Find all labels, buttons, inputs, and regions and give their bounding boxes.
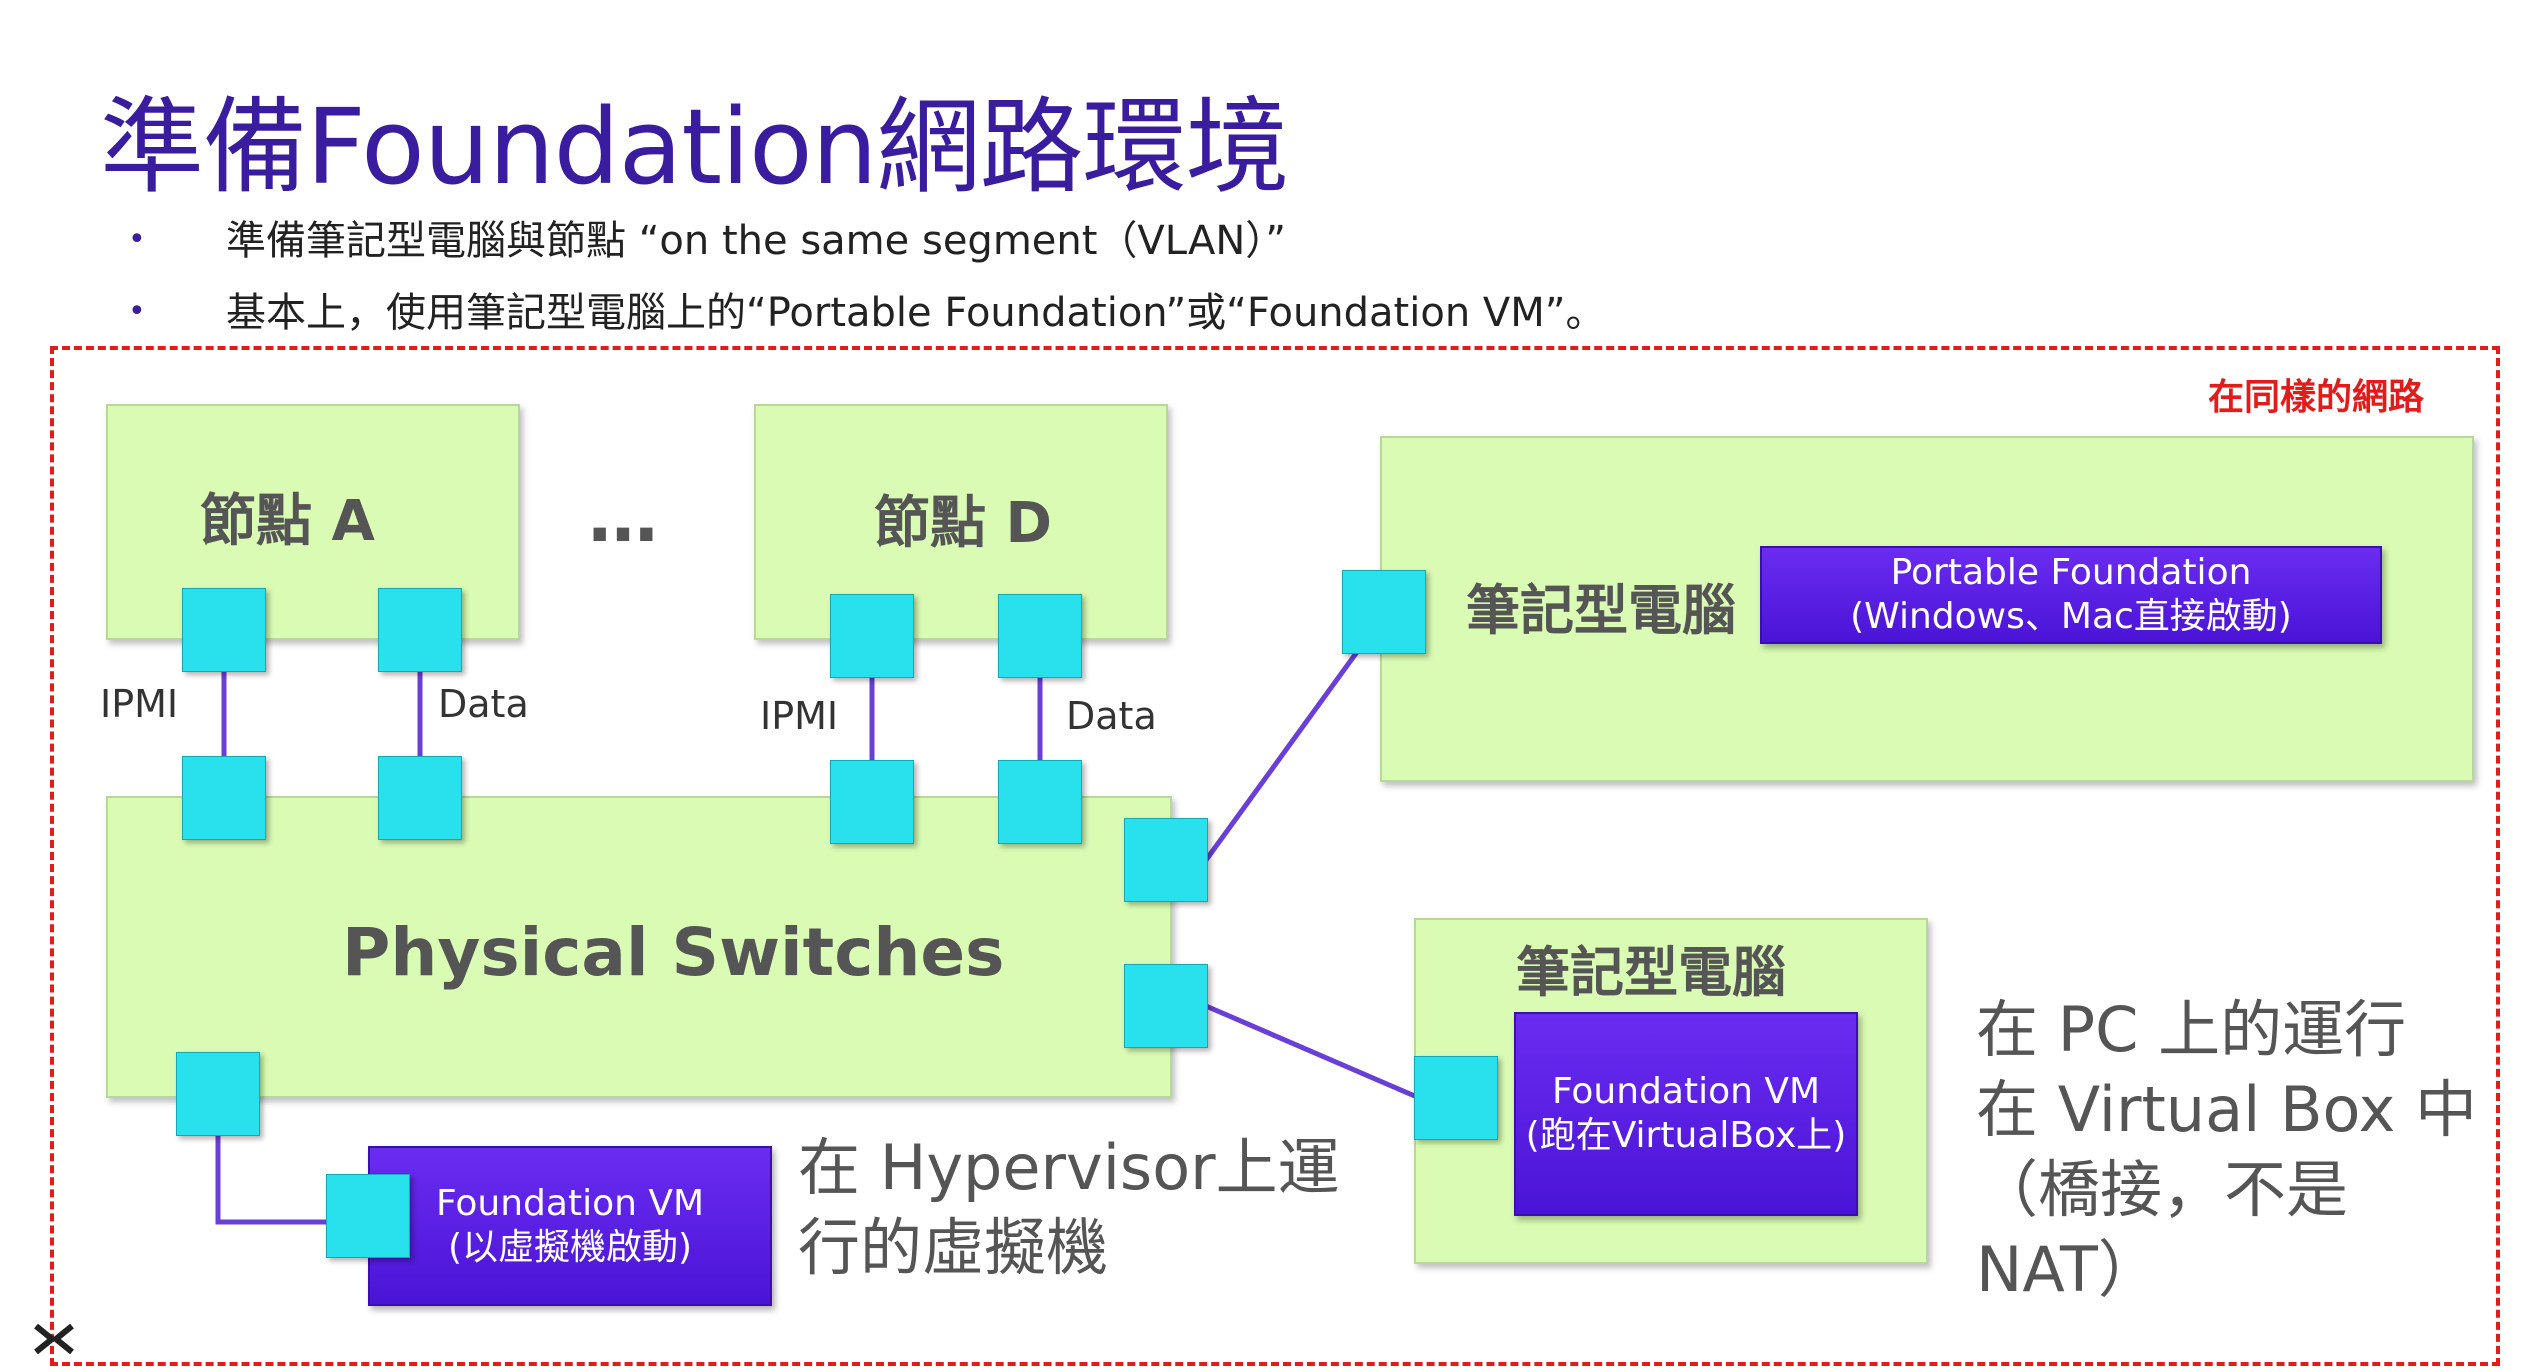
link-switch-laptop2	[1205, 1003, 1425, 1103]
switch-port-data-d	[998, 760, 1082, 844]
laptop2-label: 筆記型電腦	[1516, 941, 1786, 1004]
pc-note-line-1: 在 PC 上的運行	[1976, 993, 2407, 1066]
ipmi-label-d: IPMI	[760, 694, 839, 738]
switch-port-laptop2	[1124, 964, 1208, 1048]
pc-note: 在 PC 上的運行 在 Virtual Box 中 （橋接，不是 NAT）	[1976, 990, 2477, 1310]
node-a-data-port	[378, 588, 462, 672]
laptop2-port	[1414, 1056, 1498, 1140]
same-network-label: 在同樣的網路	[2208, 377, 2425, 418]
hypervisor-vm-title: Foundation VM	[435, 1183, 705, 1224]
switch-port-data-a	[378, 756, 462, 840]
link-switch-hypervisor	[215, 1134, 334, 1225]
hypervisor-vm-subtitle: (以虛擬機啟動)	[447, 1227, 693, 1268]
node-d-box	[754, 404, 1168, 640]
foundation-vm-hypervisor-box: Foundation VM (以虛擬機啟動)	[368, 1146, 772, 1306]
physical-switches-label: Physical Switches	[342, 914, 1005, 991]
switch-port-ipmi-a	[182, 756, 266, 840]
foundation-vm-title: Foundation VM	[1551, 1071, 1821, 1112]
node-d-data-port	[998, 594, 1082, 678]
node-d-ipmi-port	[830, 594, 914, 678]
portable-foundation-box: Portable Foundation (Windows、Mac直接啟動)	[1760, 546, 2382, 644]
physical-switches-box	[106, 796, 1172, 1098]
data-label-a: Data	[438, 682, 529, 726]
laptop1-label: 筆記型電腦	[1466, 579, 1736, 642]
pc-note-line-2: 在 Virtual Box 中	[1976, 1073, 2477, 1146]
bullet-marker: •	[128, 294, 146, 329]
hypervisor-note-line-2: 行的虛擬機	[798, 1211, 1109, 1284]
switch-port-hypervisor	[176, 1052, 260, 1136]
pc-note-line-3: （橋接，不是	[1976, 1153, 2349, 1226]
bullet-marker: •	[128, 222, 146, 257]
ipmi-label-a: IPMI	[100, 682, 179, 726]
foundation-vm-subtitle: (跑在VirtualBox上)	[1525, 1115, 1847, 1156]
node-a-ipmi-port	[182, 588, 266, 672]
pc-note-line-4: NAT）	[1976, 1233, 2160, 1306]
hypervisor-note-line-1: 在 Hypervisor上運	[798, 1131, 1340, 1204]
bullet-1: 準備筆記型電腦與節點 “on the same segment（VLAN）”	[226, 218, 1286, 264]
hypervisor-note: 在 Hypervisor上運 行的虛擬機	[798, 1128, 1340, 1288]
portable-foundation-title: Portable Foundation	[1890, 552, 2252, 593]
same-network-boundary	[50, 346, 2500, 1366]
switch-port-ipmi-d	[830, 760, 914, 844]
page-title: 準備Foundation網路環境	[100, 86, 1290, 208]
hypervisor-vm-port	[326, 1174, 410, 1258]
bullet-2: 基本上，使用筆記型電腦上的“Portable Foundation”或“Foun…	[226, 290, 1606, 336]
portable-foundation-subtitle: (Windows、Mac直接啟動)	[1850, 596, 2292, 637]
switch-port-laptop1	[1124, 818, 1208, 902]
laptop1-port	[1342, 570, 1426, 654]
foundation-vm-virtualbox-box: Foundation VM (跑在VirtualBox上)	[1514, 1012, 1858, 1216]
ellipsis: …	[588, 476, 662, 558]
node-d-label: 節點 D	[874, 491, 1052, 556]
brand-x-icon	[34, 1318, 74, 1364]
node-a-label: 節點 A	[200, 489, 375, 554]
data-label-d: Data	[1066, 694, 1157, 738]
